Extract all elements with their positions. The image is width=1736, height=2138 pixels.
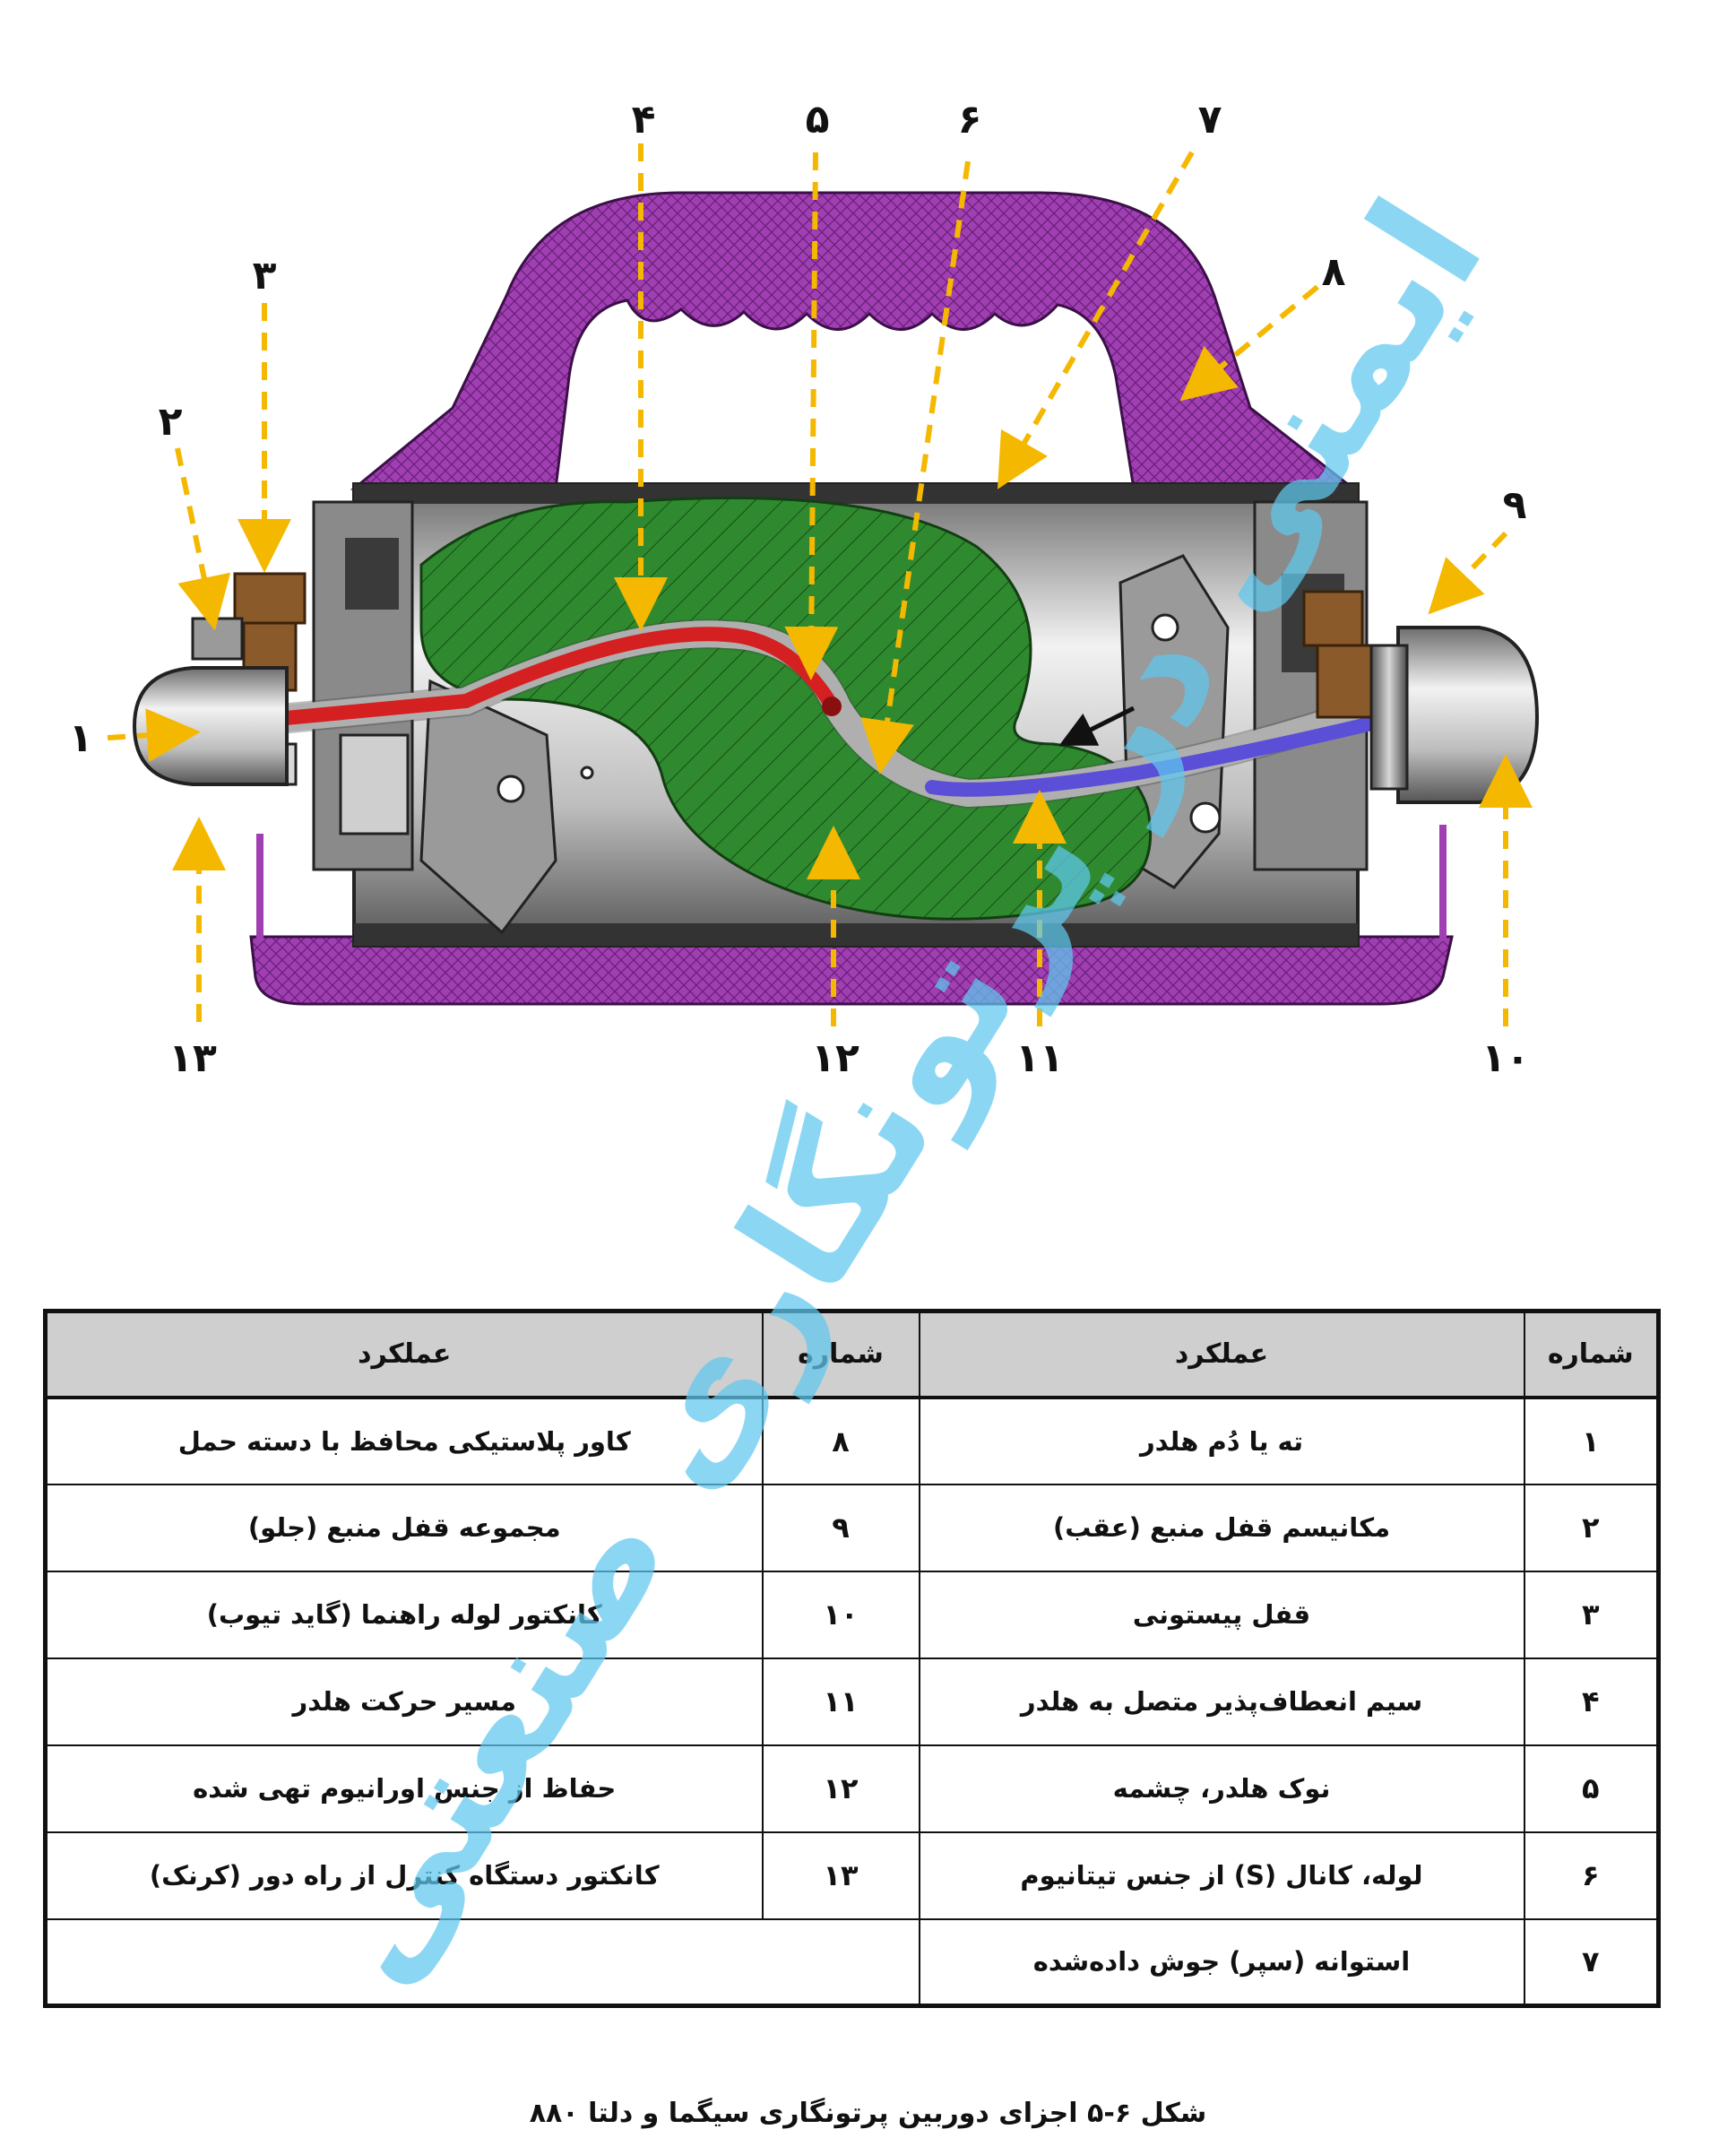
table-row: ۳ قفل پیستونی ۱۰ کانکتور لوله راهنما (گا… [44,1570,1660,1659]
table-row: ۶ لوله، کانال (S) از جنس تیتانیوم ۱۳ کان… [44,1831,1660,1920]
part-number: ۳ [1523,1570,1660,1659]
part-function: مکانیسم قفل منبع (عقب) [918,1483,1525,1572]
rear-end-assembly [312,500,594,935]
part-number: ۱ [1523,1396,1660,1485]
guide-tube-connector [1396,626,1540,804]
part-number: ۲ [1523,1483,1660,1572]
callout-8: ۸ [1322,249,1346,295]
part-number: ۶ [1523,1831,1660,1920]
part-number: ۷ [1523,1917,1660,2007]
part-function: سیم انعطاف‌پذیر متصل به هلدر [918,1657,1525,1746]
callout-11: ۱۱ [1015,1035,1064,1081]
callout-5: ۵ [806,97,830,143]
empty-cell [44,1917,920,2007]
table-row: ۲ مکانیسم قفل منبع (عقب) ۹ مجموعه قفل من… [44,1483,1660,1572]
callout-9: ۹ [1503,482,1527,528]
table-row: ۴ سیم انعطاف‌پذیر متصل به هلدر ۱۱ مسیر ح… [44,1657,1660,1746]
parts-table: شماره عملکرد شماره عملکرد ۱ ته یا دُم هل… [43,1309,1661,2008]
holder-tip-source [822,697,842,716]
part-function: مسیر حرکت هلدر [44,1657,764,1746]
header-number: شماره [1523,1310,1660,1399]
table-row: ۷ استوانه (سپر) جوش داده‌شده [44,1917,1660,2007]
callout-10: ۱۰ [1481,1035,1530,1081]
callout-arrows [107,143,1533,1026]
callout-1: ۱ [69,715,93,761]
callout-6: ۶ [958,97,982,143]
part-number: ۸ [761,1396,920,1485]
protective-cover-handle [350,191,1358,490]
part-number: ۱۲ [761,1744,920,1833]
part-function: قفل پیستونی [918,1570,1525,1659]
table-row: ۵ نوک هلدر، چشمه ۱۲ حفاظ از جنس اورانیوم… [44,1744,1660,1833]
part-number: ۱۱ [761,1657,920,1746]
callout-labels: ۱ ۲ ۳ ۴ ۵ ۶ ۷ ۸ ۹ ۱۰ ۱۱ ۱۲ ۱۳ [69,97,1530,1081]
holder-tail [132,666,289,786]
part-function: لوله، کانال (S) از جنس تیتانیوم [918,1831,1525,1920]
part-function: کانکتور دستگاه کنترل از راه دور (کرنک) [44,1831,764,1920]
camera-cross-section-figure: ۱ ۲ ۳ ۴ ۵ ۶ ۷ ۸ ۹ ۱۰ ۱۱ ۱۲ ۱۳ [69,97,1540,1081]
header-number-2: شماره [761,1310,920,1399]
callout-3: ۳ [253,253,277,299]
part-function: نوک هلدر، چشمه [918,1744,1525,1833]
header-function-2: عملکرد [44,1310,764,1399]
part-function: کانکتور لوله راهنما (گاید تیوب) [44,1570,764,1659]
protective-cover-base [249,825,1454,1006]
figure-caption: شکل ۶-۵ اجزای دوربین پرتونگاری سیگما و د… [529,2098,1207,2129]
callout-13: ۱۳ [168,1035,217,1081]
part-number: ۱۰ [761,1570,920,1659]
callout-12: ۱۲ [811,1035,859,1081]
part-function: استوانه (سپر) جوش داده‌شده [918,1917,1525,2007]
part-number: ۱۳ [761,1831,920,1920]
depleted-uranium-shield [419,497,1153,921]
part-function: مجموعه قفل منبع (جلو) [44,1483,764,1572]
holder-travel-path [925,701,1441,797]
callout-4: ۴ [632,97,656,143]
part-function: حفاظ از جنس اورانیوم تهی شده [44,1744,764,1833]
part-number: ۴ [1523,1657,1660,1746]
callout-2: ۲ [159,399,183,445]
header-function: عملکرد [918,1310,1525,1399]
part-number: ۵ [1523,1744,1660,1833]
table-row: ۱ ته یا دُم هلدر ۸ کاور پلاستیکی محافظ ب… [44,1396,1660,1485]
callout-7: ۷ [1198,97,1222,143]
table-header-row: شماره عملکرد شماره عملکرد [44,1310,1660,1399]
part-function: کاور پلاستیکی محافظ با دسته حمل [44,1396,764,1485]
part-function: ته یا دُم هلدر [918,1396,1525,1485]
part-number: ۹ [761,1483,920,1572]
